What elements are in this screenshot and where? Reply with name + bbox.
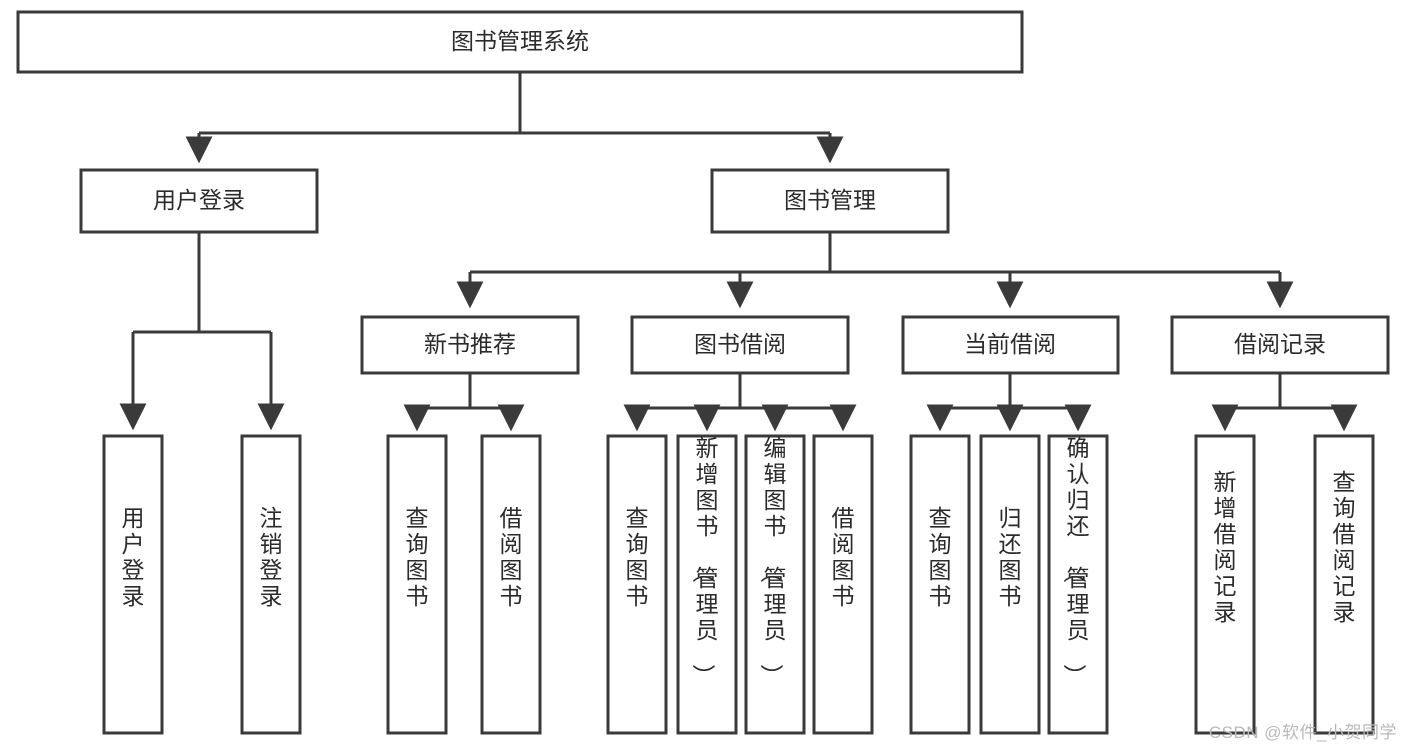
node-leaf-query-book-2-label: 查询图书 [626,505,649,609]
node-leaf-borrow-book-1[interactable]: 借阅图书 [480,434,542,735]
node-leaf-add-record[interactable]: 新增借阅记录 [1194,434,1256,735]
node-book-manage[interactable]: 图书管理 [710,168,950,234]
connector-current-borrow-to-leaves [926,373,1092,432]
node-root[interactable]: 图书管理系统 [16,10,1024,74]
node-new-book-rec-label: 新书推荐 [424,331,516,357]
node-leaf-user-login-label: 用户登录 [122,505,145,609]
node-leaf-logout-login[interactable]: 注销登录 [240,434,302,735]
node-book-borrow[interactable]: 图书借阅 [630,315,850,375]
node-current-borrow[interactable]: 当前借阅 [901,315,1120,375]
node-leaf-return-book-label: 归还图书 [999,505,1022,609]
node-leaf-query-book-1-label: 查询图书 [406,505,429,609]
node-leaf-query-book-2[interactable]: 查询图书 [606,434,668,735]
connector-user-login-to-leaves [119,233,285,431]
node-leaf-add-book[interactable]: 新增图书（管理员） [676,434,738,735]
node-leaf-query-book-1[interactable]: 查询图书 [386,434,448,735]
node-leaf-query-record[interactable]: 查询借阅记录 [1313,434,1375,735]
node-book-borrow-label: 图书借阅 [694,331,786,357]
connector-book-borrow-to-leaves [623,373,857,432]
node-user-login[interactable]: 用户登录 [79,168,319,234]
node-leaf-return-book[interactable]: 归还图书 [979,434,1041,735]
node-leaf-logout-login-label: 注销登录 [260,505,283,609]
node-leaf-edit-book[interactable]: 编辑图书（管理员） [744,434,806,735]
node-borrow-record[interactable]: 借阅记录 [1170,315,1390,375]
node-leaf-add-book-label: 新增图书（管理员） [691,435,719,687]
node-leaf-query-book-3-label: 查询图书 [929,505,952,609]
node-root-label: 图书管理系统 [451,28,589,54]
node-borrow-record-label: 借阅记录 [1234,331,1326,357]
node-leaf-confirm-return-label: 确认归还（管理员） [1062,435,1090,687]
node-leaf-borrow-book-1-label: 借阅图书 [500,505,523,609]
connector-book-manage-to-level2 [456,233,1294,309]
node-leaf-borrow-book-2[interactable]: 借阅图书 [812,434,874,735]
node-user-login-label: 用户登录 [153,187,245,213]
node-book-manage-label: 图书管理 [784,187,876,213]
node-current-borrow-label: 当前借阅 [964,331,1056,357]
node-leaf-borrow-book-2-label: 借阅图书 [832,505,855,609]
node-leaf-confirm-return[interactable]: 确认归还（管理员） [1047,434,1109,735]
connector-root-to-level1 [185,72,844,164]
connector-borrow-record-to-leaves [1211,373,1358,432]
node-leaf-user-login[interactable]: 用户登录 [102,434,164,735]
node-leaf-edit-book-label: 编辑图书（管理员） [759,435,787,687]
node-leaf-query-record-label: 查询借阅记录 [1333,469,1356,625]
node-new-book-rec[interactable]: 新书推荐 [360,315,580,375]
node-leaf-add-record-label: 新增借阅记录 [1214,469,1237,625]
node-leaf-query-book-3[interactable]: 查询图书 [909,434,971,735]
connector-new-book-rec-to-leaves [403,373,525,432]
csdn-watermark: CSDN @软件_小贺同学 [1208,723,1397,742]
